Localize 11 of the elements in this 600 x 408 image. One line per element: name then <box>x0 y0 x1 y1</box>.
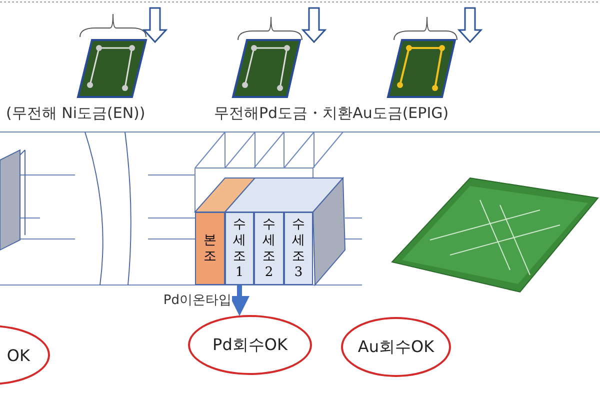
caption-text: 무전해Pd도금・치환Au도금(EPIG) <box>214 104 449 123</box>
recovery-ellipse: Au회수OK <box>341 317 451 377</box>
caption-text: (무전해 Ni도금(EN)) <box>6 104 146 123</box>
main-tank-box: 본조 <box>195 212 225 285</box>
arrow <box>230 285 250 316</box>
rinse-tank-box: 수세조2 <box>254 212 284 285</box>
rinse-tank-box: 수세조3 <box>284 212 313 285</box>
recovery-ellipse: OK <box>0 325 50 385</box>
recovery-ellipse: Pd회수OK <box>188 315 312 375</box>
edge-label: Pd이온타입 <box>163 291 232 309</box>
rinse-tank-box: 수세조1 <box>225 212 254 285</box>
